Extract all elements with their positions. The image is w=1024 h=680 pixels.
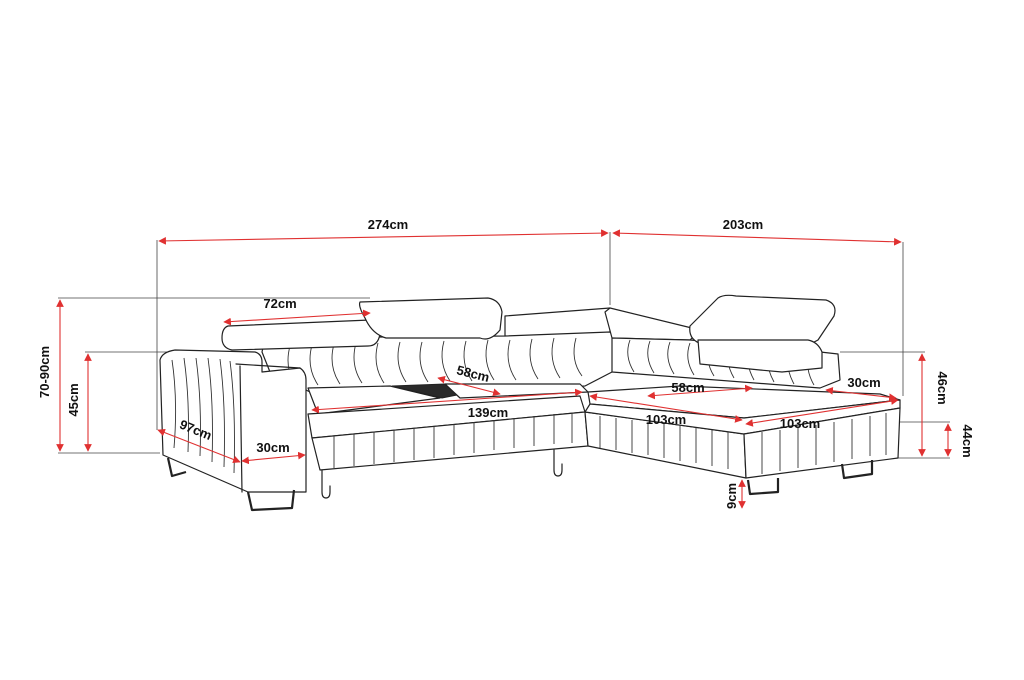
- dim-chaise-back-width: [825, 386, 897, 402]
- dim-chaise-width-inner: [589, 393, 743, 423]
- pull-handle-left: [321, 469, 331, 499]
- sofa-body: [159, 294, 901, 512]
- dim-total-width: [158, 229, 609, 245]
- leg-left-front: [246, 489, 296, 512]
- front-skirt-ribs: [333, 413, 573, 468]
- dim-headrest-width: [223, 309, 371, 326]
- label-back-height: 46cm: [935, 371, 950, 404]
- label-chaise-width-outer: 103cm: [780, 416, 820, 431]
- dim-depth: [157, 428, 241, 464]
- label-seat-depth-chaise: 58cm: [671, 380, 704, 395]
- label-side-width: 203cm: [723, 217, 763, 232]
- label-total-width: 274cm: [368, 217, 408, 232]
- dimension-labels: 274cm 203cm 72cm 70-90cm 45cm 97cm 30cm …: [37, 217, 975, 509]
- dim-chaise-width-outer: [745, 397, 899, 427]
- label-chaise-back-width: 30cm: [847, 375, 880, 390]
- dim-side-width: [612, 229, 902, 246]
- leg-chaise-front: [746, 478, 780, 496]
- label-leg-height: 9cm: [724, 483, 739, 509]
- label-chaise-width-inner: 103cm: [646, 412, 686, 427]
- label-armrest-height: 45cm: [66, 383, 81, 416]
- label-headrest-width: 72cm: [263, 296, 296, 311]
- leg-left-back: [166, 457, 187, 478]
- dim-armrest-width: [241, 451, 306, 465]
- label-armrest-width: 30cm: [256, 440, 289, 455]
- label-seat-width-main: 139cm: [468, 405, 508, 420]
- leg-chaise-right: [840, 460, 874, 480]
- dimension-arrows: [56, 229, 952, 509]
- pull-handle-right: [553, 449, 563, 477]
- extension-lines: [58, 232, 950, 459]
- label-total-height: 70-90cm: [37, 346, 52, 398]
- back-cushion-ribs: [287, 337, 583, 387]
- dim-seat-width-main: [311, 388, 583, 414]
- chaise-side-ribs: [599, 416, 729, 469]
- label-seat-height: 44cm: [960, 424, 975, 457]
